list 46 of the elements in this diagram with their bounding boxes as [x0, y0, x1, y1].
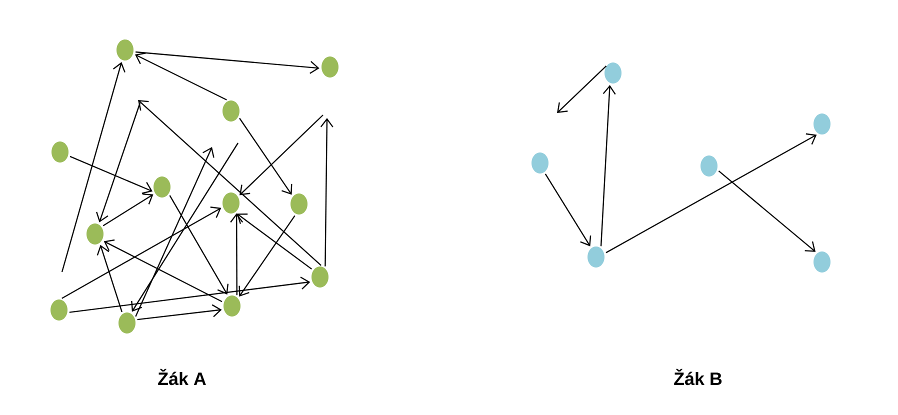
node-dot: [312, 266, 328, 288]
arrow: [137, 304, 222, 320]
arrow: [69, 276, 310, 313]
arrow: [70, 156, 153, 194]
node-dot: [532, 152, 548, 174]
arrow: [320, 118, 334, 266]
arrow: [134, 52, 227, 100]
node-dot: [118, 312, 136, 334]
arrow: [61, 62, 126, 272]
arrow: [239, 114, 324, 196]
node-dot: [322, 56, 338, 78]
node-dot: [222, 192, 240, 214]
arrow: [131, 142, 239, 312]
arrow: [236, 214, 312, 270]
arrow: [606, 133, 817, 254]
node-dot: [224, 296, 240, 316]
node-dot: [588, 246, 604, 268]
node-dot: [86, 224, 104, 244]
node-dot: [50, 300, 68, 320]
node-dot: [154, 176, 170, 198]
arrow: [169, 195, 229, 295]
graph-caption: Žák A: [158, 368, 206, 386]
arrow: [136, 51, 320, 74]
arrow: [230, 213, 244, 296]
node-dot: [814, 114, 830, 134]
node-dot: [700, 156, 718, 176]
arrow: [135, 147, 214, 317]
arrow: [544, 174, 592, 246]
node-dot: [290, 194, 308, 214]
arrow: [62, 206, 222, 299]
node-dot: [814, 252, 830, 272]
arrow: [96, 102, 141, 222]
arrow: [96, 244, 122, 312]
arrow: [600, 85, 616, 246]
arrow: [138, 100, 322, 266]
arrow: [239, 118, 292, 195]
node-dot: [604, 62, 622, 84]
arrow: [238, 215, 296, 297]
arrow: [102, 193, 154, 226]
graph-caption: Žák B: [674, 368, 722, 386]
node-dot: [222, 100, 240, 122]
node-dot: [116, 40, 134, 60]
node-dot: [52, 142, 68, 162]
arrow: [718, 170, 816, 252]
arrow: [557, 65, 607, 113]
arrow: [104, 239, 222, 302]
